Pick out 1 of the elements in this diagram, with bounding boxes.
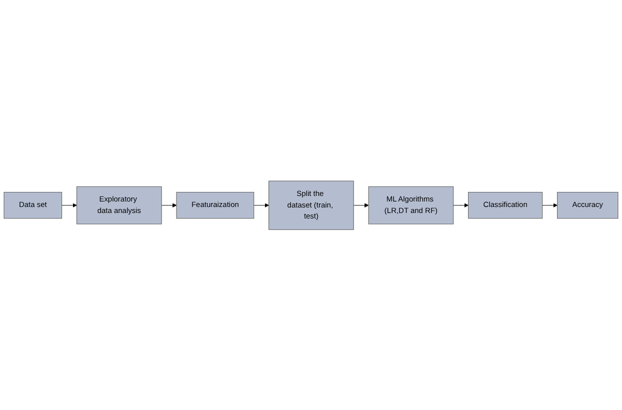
arrow [453,202,469,208]
